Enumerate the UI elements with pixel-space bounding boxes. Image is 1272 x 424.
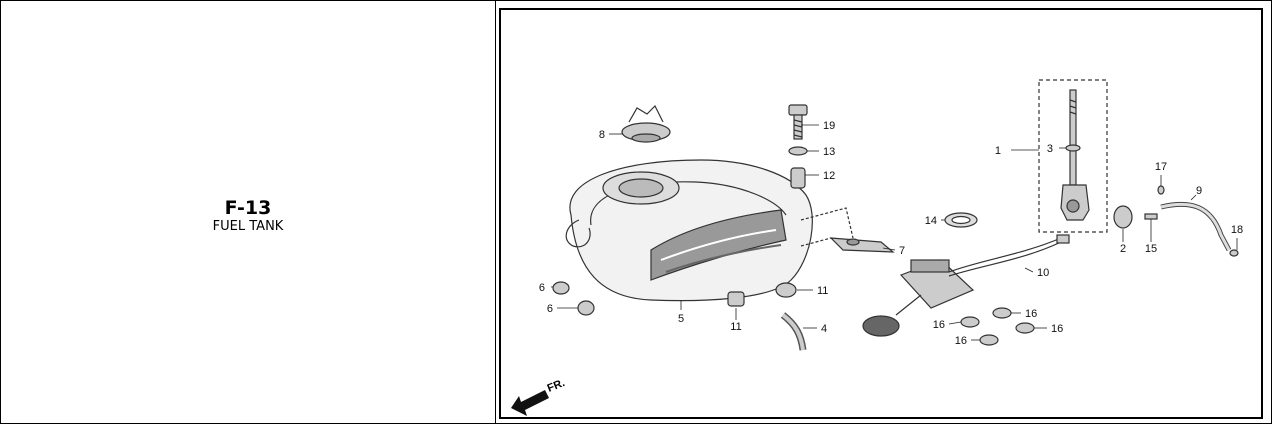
fuel-cap-part <box>621 104 671 143</box>
front-label: FR. <box>546 377 567 395</box>
callout-11a: 11 <box>730 321 741 333</box>
nut-parts <box>960 307 1035 346</box>
callout-19: 19 <box>823 120 835 132</box>
diagram-svg: 1 2 3 4 5 6 6 7 8 9 10 11 11 12 13 14 15 <box>511 79 1243 416</box>
fuel-sensor-part <box>862 234 1070 337</box>
callout-11b: 11 <box>817 285 828 297</box>
callout-4: 4 <box>821 323 827 335</box>
callout-2: 2 <box>1120 243 1126 255</box>
callout-8: 8 <box>599 129 605 141</box>
leader-lines <box>551 124 1238 341</box>
section-code: F-13 <box>224 197 272 219</box>
callout-10: 10 <box>1037 267 1049 279</box>
callout-5: 5 <box>678 313 684 325</box>
callout-14: 14 <box>925 215 937 227</box>
callout-9: 9 <box>1196 185 1202 197</box>
callout-13: 13 <box>823 146 835 158</box>
bracket-part <box>800 207 895 253</box>
callout-3: 3 <box>1047 143 1053 155</box>
section-name: FUEL TANK <box>212 219 284 234</box>
callout-16a: 16 <box>1025 308 1037 320</box>
callout-16b: 16 <box>933 319 945 331</box>
callout-6a: 6 <box>539 282 545 294</box>
hose-part <box>780 312 807 351</box>
callout-17: 17 <box>1155 161 1167 173</box>
callout-18: 18 <box>1231 224 1243 236</box>
diagram-cell: 1 2 3 4 5 6 6 7 8 9 10 11 11 12 13 14 15 <box>496 1 1271 423</box>
callout-16d: 16 <box>955 335 967 347</box>
fuel-tank-part <box>565 159 813 302</box>
grommet-parts <box>552 281 797 316</box>
fuel-tube-part <box>1157 185 1239 257</box>
fuel-valve-part <box>1038 79 1108 233</box>
callout-7: 7 <box>899 245 905 257</box>
callout-15: 15 <box>1145 243 1157 255</box>
cap-nut-part <box>1113 205 1158 229</box>
front-direction-marker: FR. <box>511 377 567 416</box>
callout-16c: 16 <box>1051 323 1063 335</box>
callout-1: 1 <box>995 145 1001 157</box>
title-cell: F-13 FUEL TANK <box>1 1 496 423</box>
callout-6b: 6 <box>547 303 553 315</box>
section-title: F-13 FUEL TANK <box>1 197 495 235</box>
bolt-part <box>788 104 808 189</box>
callout-12: 12 <box>823 170 835 182</box>
front-arrow-icon <box>511 390 549 416</box>
exploded-diagram: 1 2 3 4 5 6 6 7 8 9 10 11 11 12 13 14 15 <box>499 8 1263 419</box>
seal-ring-part <box>944 212 978 228</box>
callout-labels: 1 2 3 4 5 6 6 7 8 9 10 11 11 12 13 14 15 <box>539 120 1243 347</box>
